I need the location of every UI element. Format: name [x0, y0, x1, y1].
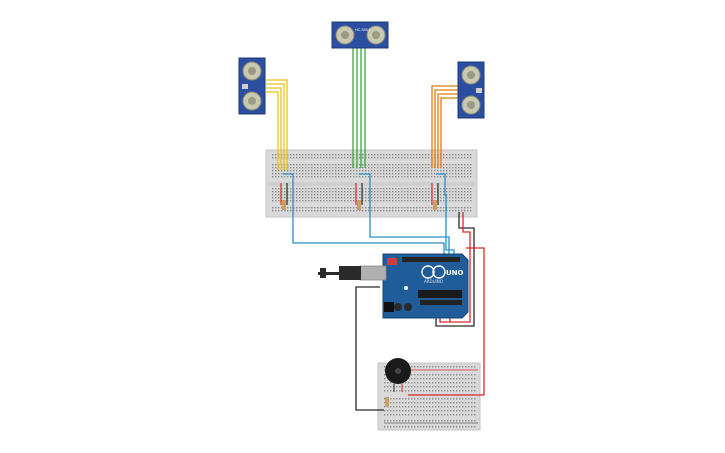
status-led — [404, 286, 408, 290]
arduino-uno-board[interactable]: UNO ARDUINO — [382, 253, 469, 319]
microcontroller-chip — [418, 290, 462, 298]
piezo-buzzer[interactable] — [385, 358, 411, 392]
blue-signal-wires[interactable] — [283, 173, 455, 255]
resistor[interactable] — [282, 200, 286, 210]
arduino-uno-label: UNO — [446, 269, 464, 277]
sensor-label: HC-SR04 — [355, 28, 371, 32]
capacitor — [394, 303, 402, 311]
small-breadboard[interactable] — [377, 362, 481, 431]
arduino-sub-label: ARDUINO — [424, 279, 443, 284]
ultrasonic-sensor-left[interactable] — [238, 57, 266, 115]
analog-header — [420, 300, 462, 305]
wire-group-left-sensor[interactable] — [266, 79, 288, 170]
main-breadboard[interactable] — [265, 149, 478, 218]
power-wires-breadboard[interactable] — [280, 183, 439, 205]
resistor[interactable] — [357, 200, 361, 210]
resistor[interactable] — [385, 397, 389, 407]
arduino-logo-icon — [432, 265, 446, 279]
wire-group-right-sensor[interactable] — [431, 85, 458, 168]
ultrasonic-sensor-top[interactable]: HC-SR04 — [331, 21, 389, 49]
resistor[interactable] — [433, 200, 437, 210]
arduino-logo-icon — [421, 265, 435, 279]
ultrasonic-sensor-right[interactable] — [457, 61, 485, 119]
digital-header — [402, 257, 460, 262]
capacitor — [404, 303, 412, 311]
reset-button[interactable] — [387, 258, 397, 265]
usb-cable[interactable] — [318, 265, 387, 281]
wire-group-top-sensor[interactable] — [352, 48, 366, 168]
power-jack[interactable] — [384, 302, 394, 312]
resistors[interactable] — [282, 200, 437, 407]
